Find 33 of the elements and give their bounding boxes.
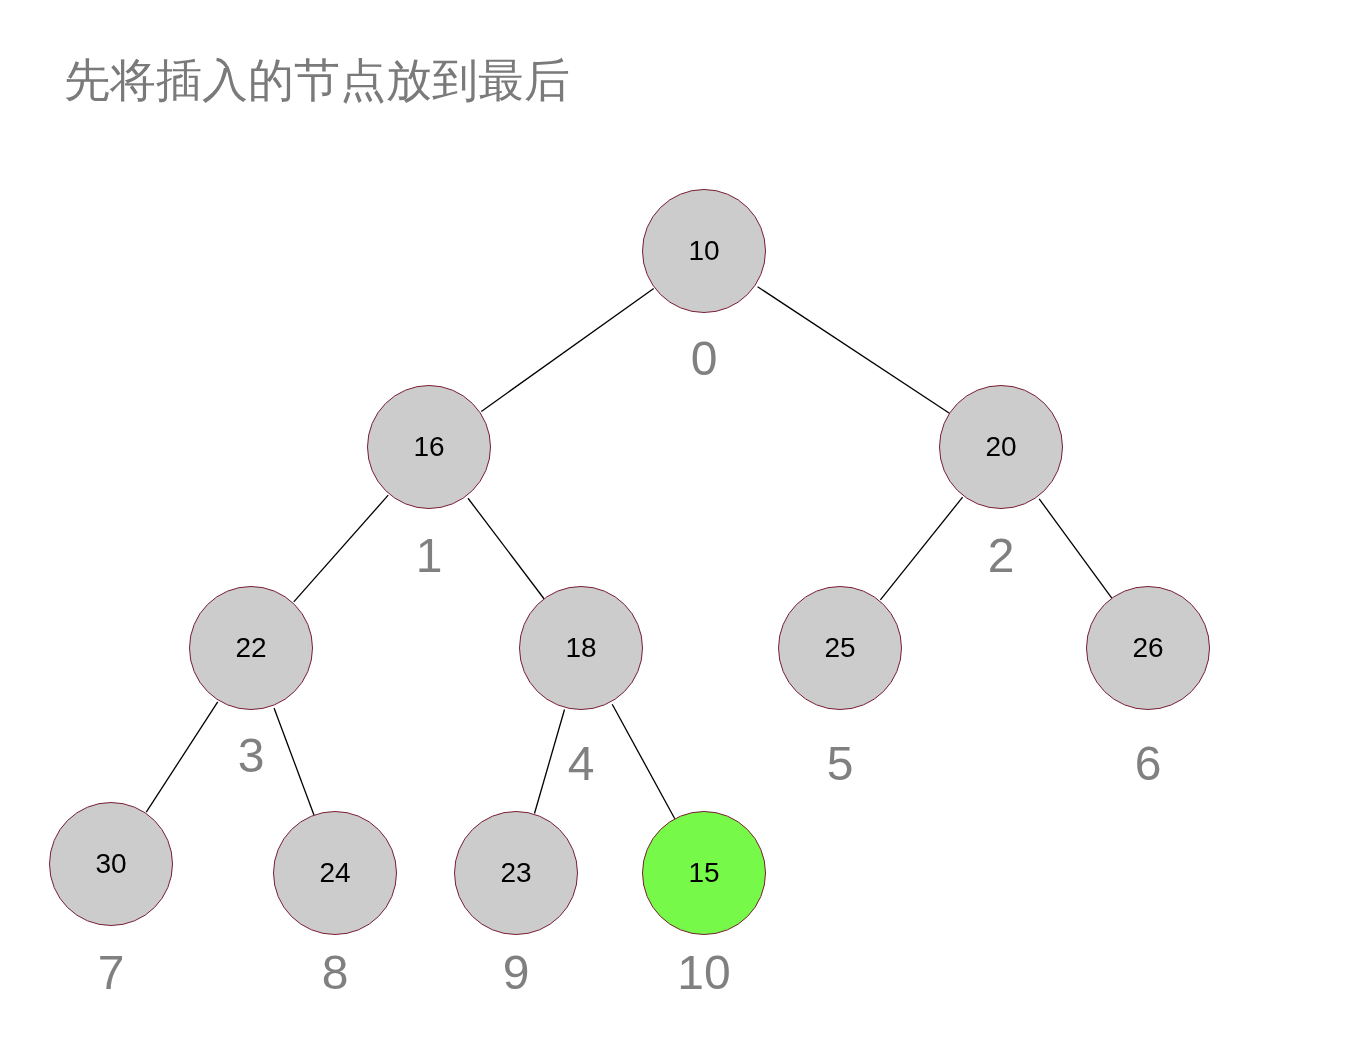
node-value: 30 <box>95 848 127 880</box>
index-label: 2 <box>987 532 1015 580</box>
tree-edge-line <box>293 494 389 603</box>
node-value: 18 <box>565 632 597 664</box>
tree-edge-line <box>273 707 315 816</box>
index-label: 0 <box>690 335 718 383</box>
index-label: 7 <box>97 949 125 997</box>
node-value: 22 <box>235 632 267 664</box>
node-value: 24 <box>319 857 351 889</box>
node-value: 16 <box>413 431 445 463</box>
tree-edge-line <box>1038 498 1113 599</box>
index-label: 6 <box>1134 740 1162 788</box>
index-label: 3 <box>237 732 265 780</box>
node-value: 26 <box>1132 632 1164 664</box>
tree-edge-line <box>533 708 566 815</box>
index-label: 8 <box>321 949 349 997</box>
index-label: 9 <box>502 949 530 997</box>
tree-edge-line <box>756 286 951 414</box>
tree-edge-line <box>480 287 655 413</box>
index-label: 1 <box>415 532 443 580</box>
index-label: 10 <box>677 949 731 997</box>
tree-edge-line <box>467 497 545 600</box>
tree-edge-line <box>879 496 964 601</box>
index-label: 4 <box>567 740 595 788</box>
node-value: 10 <box>688 235 720 267</box>
index-label: 5 <box>826 740 854 788</box>
node-value: 25 <box>824 632 856 664</box>
node-value: 15 <box>688 857 720 889</box>
node-value: 20 <box>985 431 1017 463</box>
tree-edge-line <box>611 703 676 820</box>
node-value: 23 <box>500 857 532 889</box>
tree-edge-line <box>145 701 219 813</box>
title: 先将插入的节点放到最后 <box>64 52 570 109</box>
